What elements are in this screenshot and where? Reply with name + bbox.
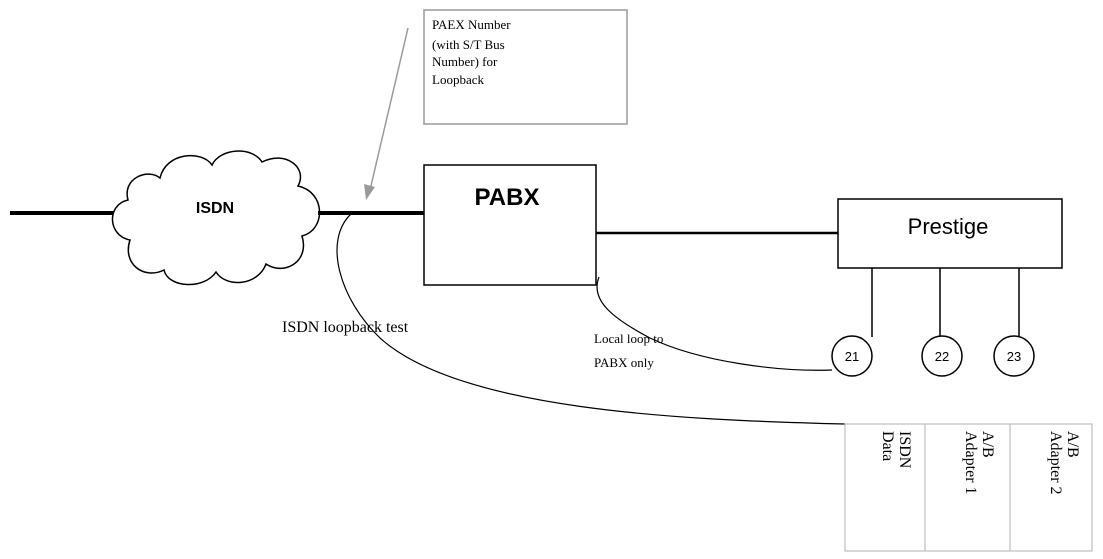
prestige-box (837, 198, 1063, 269)
adapter-line: A/B (1064, 431, 1081, 458)
isdn-cloud-label: ISDN (196, 200, 234, 217)
callout-line: PAEX Number (432, 17, 511, 32)
port-label: 21 (845, 349, 859, 364)
port-label: 23 (1007, 349, 1021, 364)
callout-arrow-head (364, 184, 375, 200)
callout-line: Number) for (432, 54, 498, 69)
svg-text:A/B Adapter 2: A/B Adapter 2 (1047, 431, 1081, 495)
adapter-line: Data (879, 431, 896, 461)
local-loop-label: Local loop to PABX only (594, 331, 667, 370)
adapter-ab-2: A/B Adapter 2 (1047, 431, 1081, 495)
callout-arrow-line (369, 27, 409, 191)
local-loop-line: Local loop to (594, 331, 663, 346)
isdn-loopback-label: ISDN loopback test (282, 319, 409, 336)
callout-line: Loopback (432, 72, 484, 87)
callout-line: (with S/T Bus (432, 37, 505, 52)
isdn-loopback-curve (336, 212, 846, 425)
port-circle (831, 335, 873, 377)
adapter-ab-1: A/B Adapter 1 (962, 431, 996, 495)
adapter-line: Adapter 1 (962, 431, 979, 495)
svg-text:A/B Adapter 1: A/B Adapter 1 (962, 431, 996, 495)
pabx-box (423, 164, 597, 286)
callout-box (423, 9, 628, 125)
svg-text:ISDN Data: ISDN Data (879, 431, 913, 472)
adapter-line: Adapter 2 (1047, 431, 1064, 495)
isdn-cloud (111, 150, 321, 286)
callout-text: PAEX Number (with S/T Bus Number) for Lo… (432, 17, 514, 87)
port-circle (993, 335, 1035, 377)
port-label: 22 (935, 349, 949, 364)
prestige-label: Prestige (908, 214, 989, 239)
adapter-line: ISDN (896, 431, 913, 469)
local-loop-line: PABX only (594, 355, 654, 370)
pabx-label: PABX (475, 184, 540, 211)
adapter-isdn-data: ISDN Data (879, 431, 913, 472)
adapter-line: A/B (979, 431, 996, 458)
local-loop-curve (596, 276, 833, 371)
adapter-panel (844, 423, 1093, 552)
port-circle (921, 335, 963, 377)
